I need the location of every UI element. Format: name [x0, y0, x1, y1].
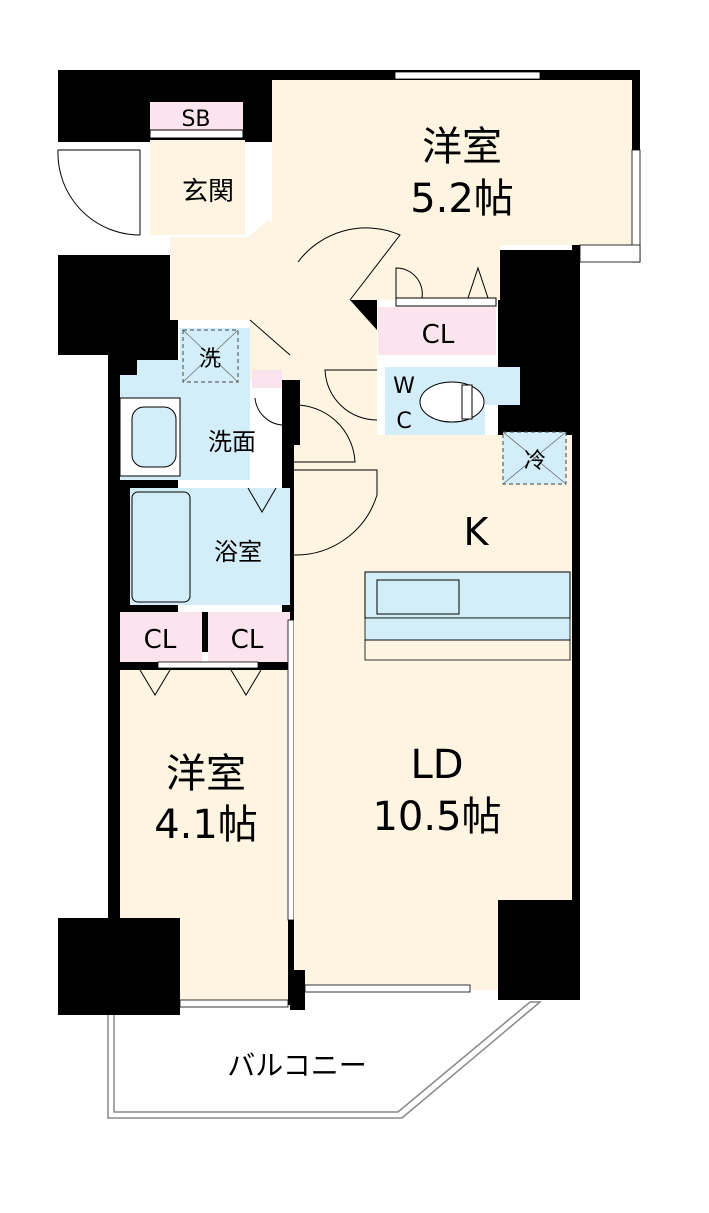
entrance-label: 玄関	[182, 177, 234, 207]
bedroom-1-floor	[272, 80, 632, 300]
bedroom-1-name: 洋室	[422, 124, 502, 170]
window-top[interactable]	[394, 71, 541, 80]
window-bedroom-2[interactable]	[179, 999, 289, 1008]
living-name: LD	[410, 742, 463, 788]
toilet	[419, 381, 485, 423]
living-size: 10.5帖	[372, 794, 501, 840]
entrance-floor	[150, 140, 245, 235]
doors[interactable]	[57, 149, 489, 556]
balcony-label: バルコニー	[227, 1049, 366, 1082]
closet-1-label: CL	[422, 320, 455, 350]
window-living[interactable]	[304, 984, 471, 993]
fridge-label: 冷	[524, 449, 546, 474]
bathroom-label: 浴室	[214, 538, 262, 566]
washer-label: 洗	[199, 347, 221, 372]
bedroom-2-size: 4.1帖	[154, 802, 258, 848]
closet-1	[378, 307, 496, 355]
balcony-outline	[107, 999, 543, 1119]
wc-label-c: C	[396, 409, 411, 434]
closet-3	[208, 612, 290, 662]
shoe-box	[150, 102, 243, 130]
closet-3-label: CL	[231, 625, 264, 655]
bedroom-1-size: 5.2帖	[410, 176, 514, 222]
bedroom-2-floor	[120, 670, 288, 918]
kitchen-label: K	[464, 510, 490, 554]
closet-2	[120, 612, 202, 662]
washroom-label: 洗面	[208, 428, 256, 456]
shoe-box-label: SB	[181, 107, 210, 132]
wc-label-w: W	[393, 374, 415, 399]
closet-2-label: CL	[144, 625, 177, 655]
bedroom-2-name: 洋室	[166, 751, 246, 797]
